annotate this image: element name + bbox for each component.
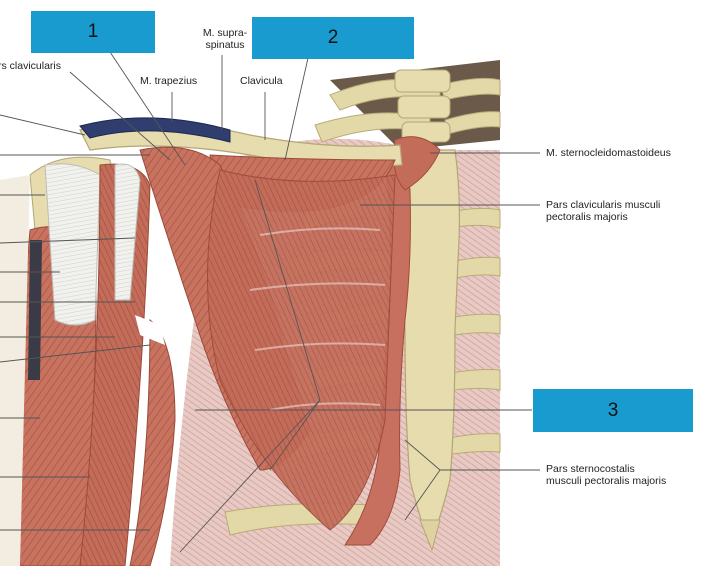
sternocleidomastoid [393, 136, 441, 191]
latissimus [129, 318, 176, 566]
vertebrae [394, 69, 451, 143]
label-m-supraspinatus-line2: spinatus [205, 39, 245, 51]
label-pars-sternocostalis: Pars sternocostalis musculi pectoralis m… [546, 463, 666, 487]
pectoralis-major [207, 169, 396, 531]
leader-lines [0, 51, 540, 553]
label-m-sternocleidomastoideus: M. sternocleidomastoideus [546, 147, 671, 159]
label-pars-clavicularis-pm-line2: pectoralis majoris [546, 211, 628, 223]
label-pars-clavicularis-pm-line1: Pars clavicularis musculi [546, 199, 661, 211]
arm-edge [0, 175, 30, 566]
answer-box-3[interactable]: 3 [533, 389, 693, 432]
short-head-tendon [114, 163, 141, 301]
label-m-trapezius: M. trapezius [140, 75, 198, 87]
pectoral-grooves [249, 227, 386, 411]
label-pars-clavicularis-pm: Pars clavicularis musculi pectoralis maj… [546, 199, 660, 223]
label-pars-sternocostalis-line1: Pars sternocostalis [546, 463, 635, 475]
answer-box-2[interactable]: 2 [252, 17, 414, 59]
label-pars-clavicularis-left: rs clavicularis [0, 60, 62, 72]
axilla-gap [135, 315, 165, 345]
label-m-supraspinatus: M. supra- spinatus [191, 27, 259, 51]
biceps-tendon [44, 163, 101, 326]
trapezius [79, 117, 231, 143]
arm-shadow [28, 240, 42, 380]
label-m-supraspinatus-line1: M. supra- [202, 27, 248, 39]
xiphoid [419, 519, 441, 552]
answer-box-1[interactable]: 1 [31, 11, 155, 53]
rib-right-5 [439, 433, 501, 457]
label-clavicula: Clavicula [240, 75, 283, 87]
label-pars-sternocostalis-line2: musculi pectoralis majoris [546, 475, 667, 487]
